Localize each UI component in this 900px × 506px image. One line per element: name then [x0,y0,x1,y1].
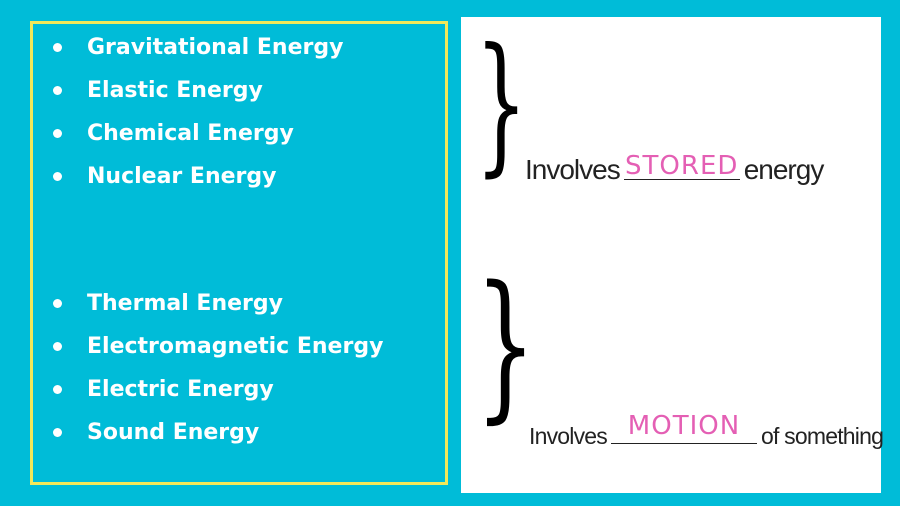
bullet-icon [53,43,62,52]
right-brace-icon: } [475,251,537,438]
energy-types-panel: Gravitational Energy Elastic Energy Chem… [30,21,448,485]
list-item-label: Sound Energy [87,420,260,445]
stored-statement: Involves STORED energy [525,149,825,186]
list-item: Nuclear Energy [53,155,343,198]
stored-answer: STORED [625,151,739,181]
motion-suffix: of something [760,423,884,449]
motion-energy-list: Thermal Energy Electromagnetic Energy El… [53,282,383,454]
bullet-icon [53,129,62,138]
stored-blank: STORED [623,149,740,181]
list-item-label: Thermal Energy [87,291,283,316]
list-item: Electric Energy [53,368,383,411]
bullet-icon [53,299,62,308]
list-item: Chemical Energy [53,112,343,155]
motion-prefix: Involves [529,423,608,449]
bullet-icon [53,428,62,437]
right-brace-icon: } [475,17,528,191]
bullet-icon [53,385,62,394]
bullet-icon [53,172,62,181]
list-item: Thermal Energy [53,282,383,325]
list-item-label: Electric Energy [87,377,274,402]
list-item: Electromagnetic Energy [53,325,383,368]
motion-statement: Involves MOTION of something [529,411,884,450]
list-item-label: Nuclear Energy [87,164,277,189]
bullet-icon [53,342,62,351]
list-item-label: Chemical Energy [87,121,294,146]
stored-energy-list: Gravitational Energy Elastic Energy Chem… [53,26,343,198]
bullet-icon [53,86,62,95]
list-item-label: Gravitational Energy [87,35,344,60]
list-item-label: Elastic Energy [87,78,263,103]
motion-blank: MOTION [610,411,757,444]
list-item: Sound Energy [53,411,383,454]
list-item-label: Electromagnetic Energy [87,334,384,359]
stored-prefix: Involves [525,154,621,185]
list-item: Elastic Energy [53,69,343,112]
list-item: Gravitational Energy [53,26,343,69]
stored-suffix: energy [743,154,825,185]
definitions-panel: } Involves STORED energy } Involves MOTI… [461,17,884,493]
motion-answer: MOTION [627,411,741,441]
